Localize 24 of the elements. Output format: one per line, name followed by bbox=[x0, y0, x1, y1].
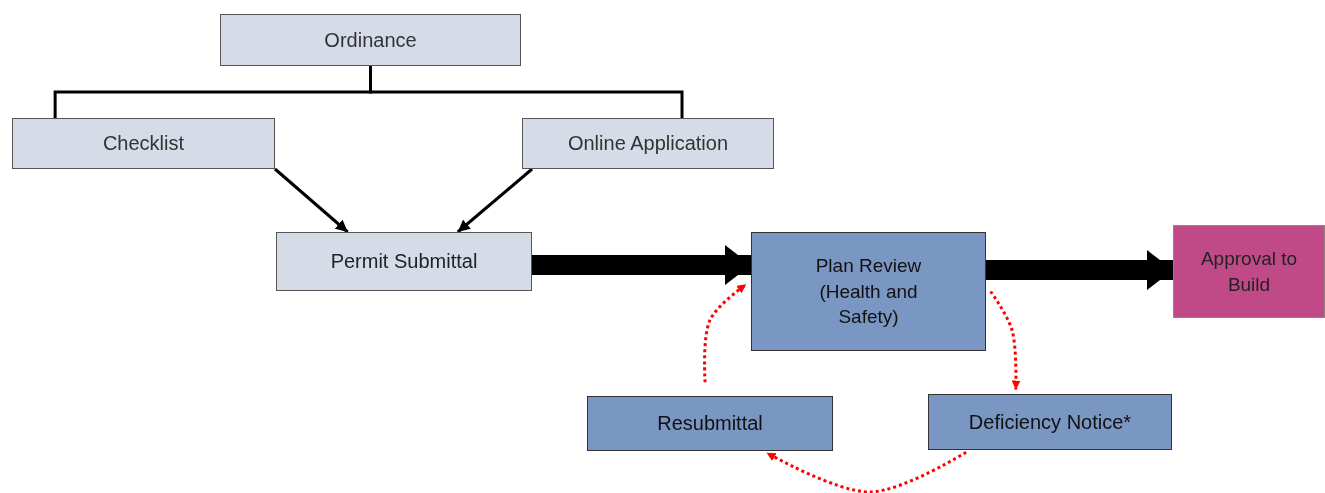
box-label: Permit Submittal bbox=[330, 249, 478, 274]
process-box bbox=[587, 396, 833, 451]
block-arrow bbox=[986, 250, 1173, 291]
box-label: Approval to Build bbox=[1199, 246, 1299, 297]
arrow bbox=[456, 167, 534, 234]
process-box bbox=[522, 118, 774, 169]
process-box bbox=[928, 394, 1172, 450]
process-box bbox=[276, 232, 532, 291]
block-arrow bbox=[532, 245, 751, 286]
box-label: Plan Review (Health and Safety) bbox=[814, 254, 923, 330]
connector-line bbox=[369, 66, 684, 118]
process-box bbox=[12, 118, 275, 169]
box-label: Deficiency Notice* bbox=[968, 409, 1132, 435]
process-box bbox=[1173, 225, 1325, 318]
box-label: Resubmittal bbox=[657, 411, 763, 436]
box-label: Ordinance bbox=[324, 27, 417, 53]
box-label: Checklist bbox=[102, 131, 185, 156]
dotted-arrow bbox=[989, 290, 1021, 390]
dotted-arrow bbox=[765, 450, 967, 493]
arrow bbox=[274, 167, 349, 234]
process-box bbox=[751, 232, 986, 351]
process-box bbox=[220, 14, 521, 66]
box-label: Online Application bbox=[567, 131, 729, 156]
dotted-arrow bbox=[703, 283, 748, 383]
